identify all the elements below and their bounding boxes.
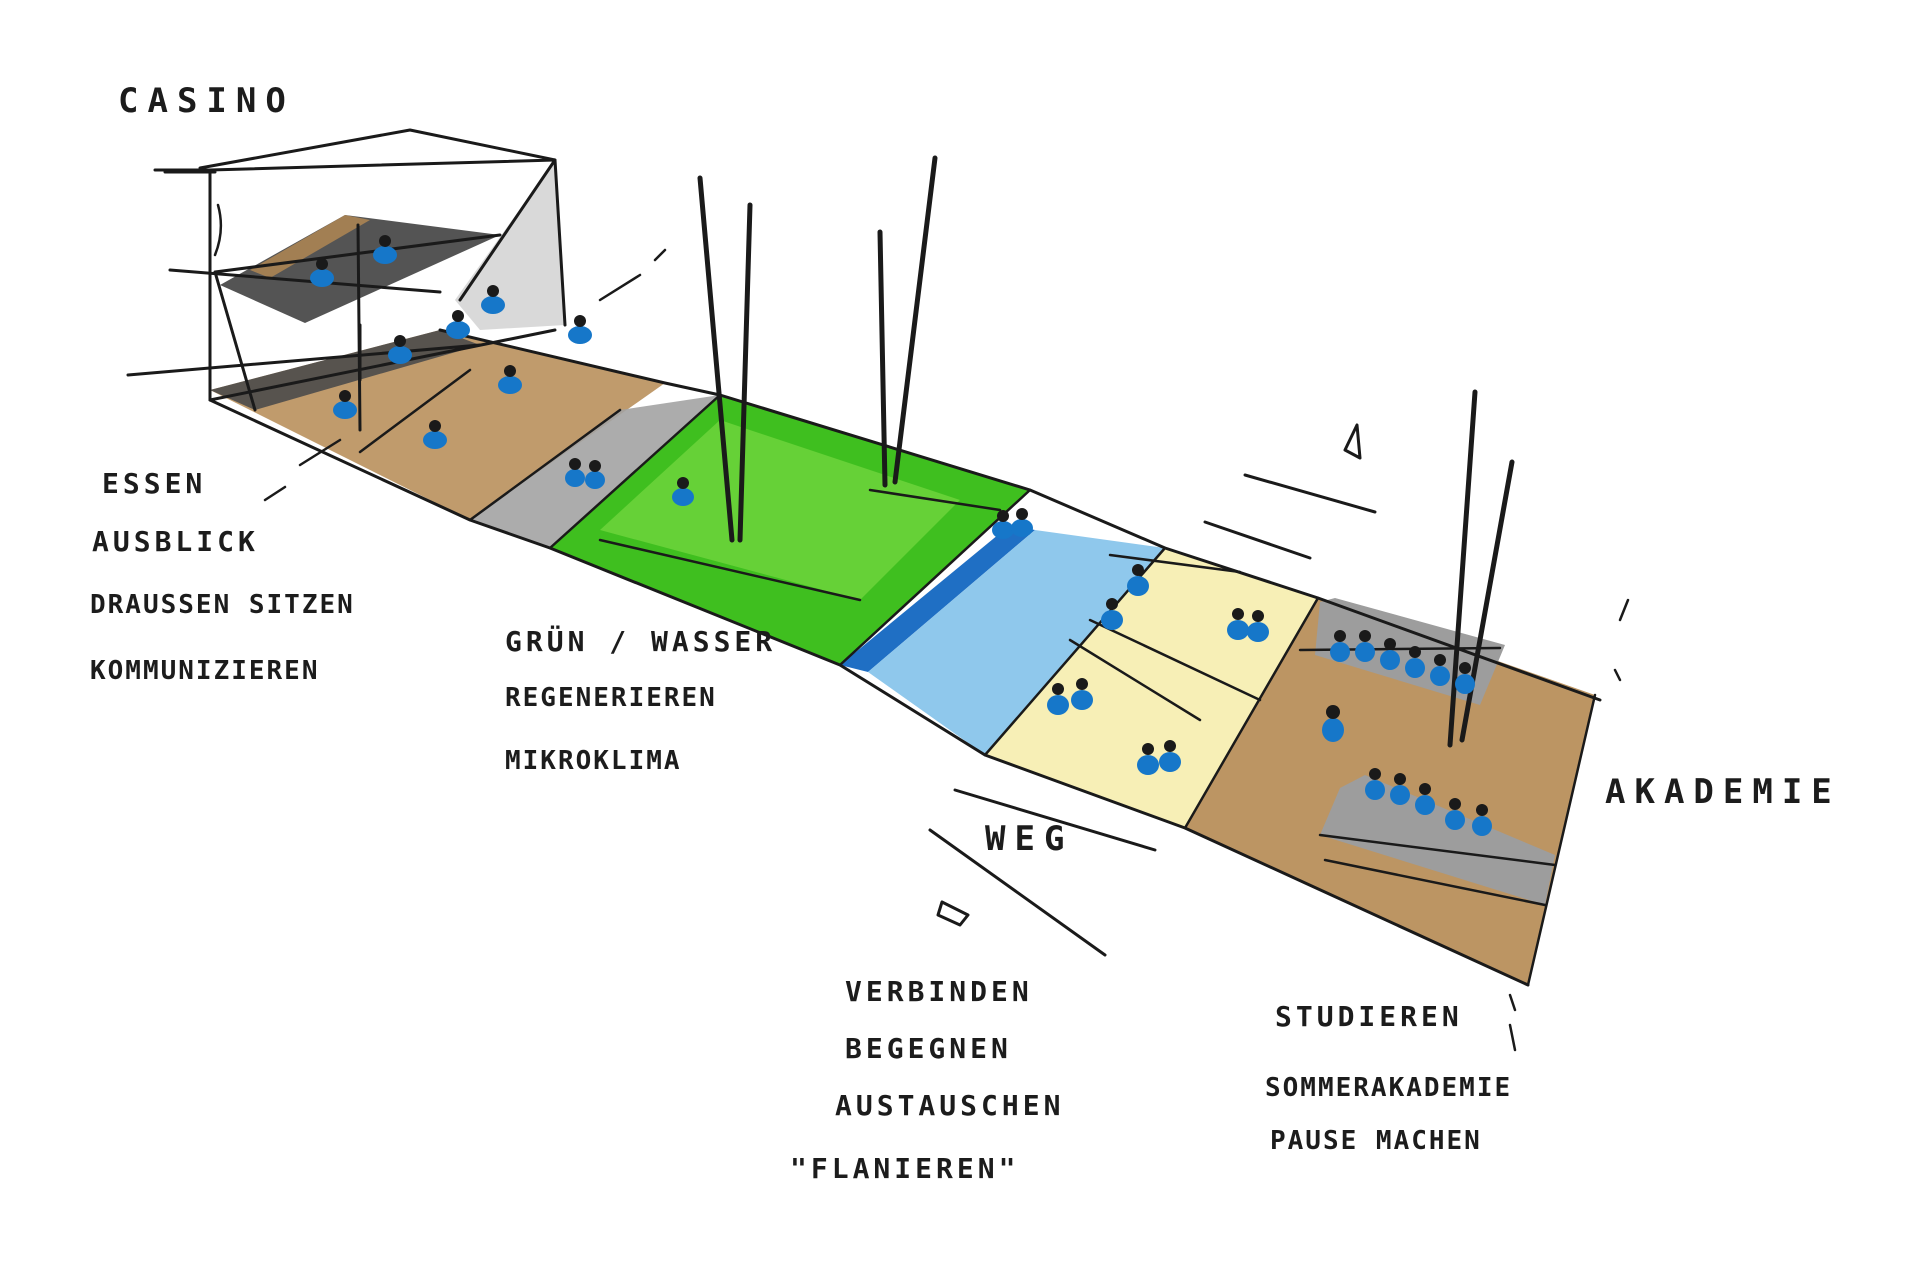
seated-person-icon [388, 335, 412, 364]
water-zone [868, 530, 1165, 755]
casino-title: CASINO [118, 81, 295, 121]
seated-person-icon [1472, 804, 1492, 836]
seated-person-icon [1227, 608, 1249, 640]
seated-person-icon [373, 235, 397, 264]
seated-person-icon [423, 420, 447, 449]
seated-person-icon [1011, 508, 1033, 537]
casino-upper-floor [220, 215, 500, 323]
seated-person-icon [585, 460, 605, 489]
seated-person-icon [1159, 740, 1181, 772]
weg-label: WEG [985, 819, 1074, 859]
seated-person-icon [481, 285, 505, 314]
seated-person-icon [1355, 630, 1375, 662]
water-channel [840, 525, 1035, 672]
seated-person-icon [1405, 646, 1425, 678]
casino-note-4: KOMMUNIZIEREN [90, 656, 320, 686]
green-note-3: MIKROKLIMA [505, 746, 682, 776]
seated-person-icon [672, 477, 694, 506]
seated-person-icon [1445, 798, 1465, 830]
seated-person-icon [498, 365, 522, 394]
path-note-4: "FLANIEREN" [790, 1152, 1020, 1185]
seated-person-icon [568, 315, 592, 344]
seated-person-icon [1127, 564, 1149, 596]
seated-person-icon [1415, 783, 1435, 815]
ground-strip [210, 330, 1595, 985]
seated-person-icon [565, 458, 585, 487]
poles [697, 155, 1515, 748]
people [310, 235, 1492, 836]
seated-person-icon [310, 258, 334, 287]
path-note-3: AUSTAUSCHEN [835, 1089, 1065, 1122]
triangle-arrow-icon [1343, 423, 1362, 460]
path-arrows [928, 423, 1377, 957]
seated-person-icon [1380, 638, 1400, 670]
casino-note-2: AUSBLICK [92, 525, 259, 558]
lawn-highlight [600, 420, 960, 600]
seated-person-icon [992, 510, 1014, 539]
seated-person-icon [1455, 662, 1475, 694]
seated-person-icon [1330, 630, 1350, 662]
seated-person-icon [1247, 610, 1269, 642]
seated-person-icon [333, 390, 357, 419]
casino-building [126, 128, 567, 432]
seated-person-icon [446, 310, 470, 339]
path-note-1: VERBINDEN [845, 975, 1033, 1008]
seated-person-icon [1365, 768, 1385, 800]
akademie-note-2: SOMMERAKADEMIE [1265, 1073, 1513, 1103]
path-note-2: BEGEGNEN [845, 1032, 1012, 1065]
casino-note-1: ESSEN [102, 467, 207, 500]
green-note-1: GRÜN / WASSER [505, 625, 777, 658]
casino-side-wall [455, 160, 565, 330]
seated-person-icon [1071, 678, 1093, 710]
akademie-note-3: PAUSE MACHEN [1270, 1126, 1482, 1156]
seated-person-icon [1390, 773, 1410, 805]
green-note-2: REGENERIEREN [505, 683, 717, 713]
akademie-bench-bottom [1320, 775, 1555, 905]
seated-person-icon [1137, 743, 1159, 775]
akademie-title: AKADEMIE [1605, 772, 1841, 812]
seated-person-icon [1101, 598, 1123, 630]
strip-outline [208, 248, 1630, 1052]
seated-person-icon [1322, 705, 1344, 742]
seated-person-icon [1047, 683, 1069, 715]
casino-note-3: DRAUSSEN SITZEN [90, 590, 355, 620]
akademie-note-1: STUDIEREN [1275, 1000, 1463, 1033]
seated-person-icon [1430, 654, 1450, 686]
triangle-arrow-icon [936, 900, 970, 927]
